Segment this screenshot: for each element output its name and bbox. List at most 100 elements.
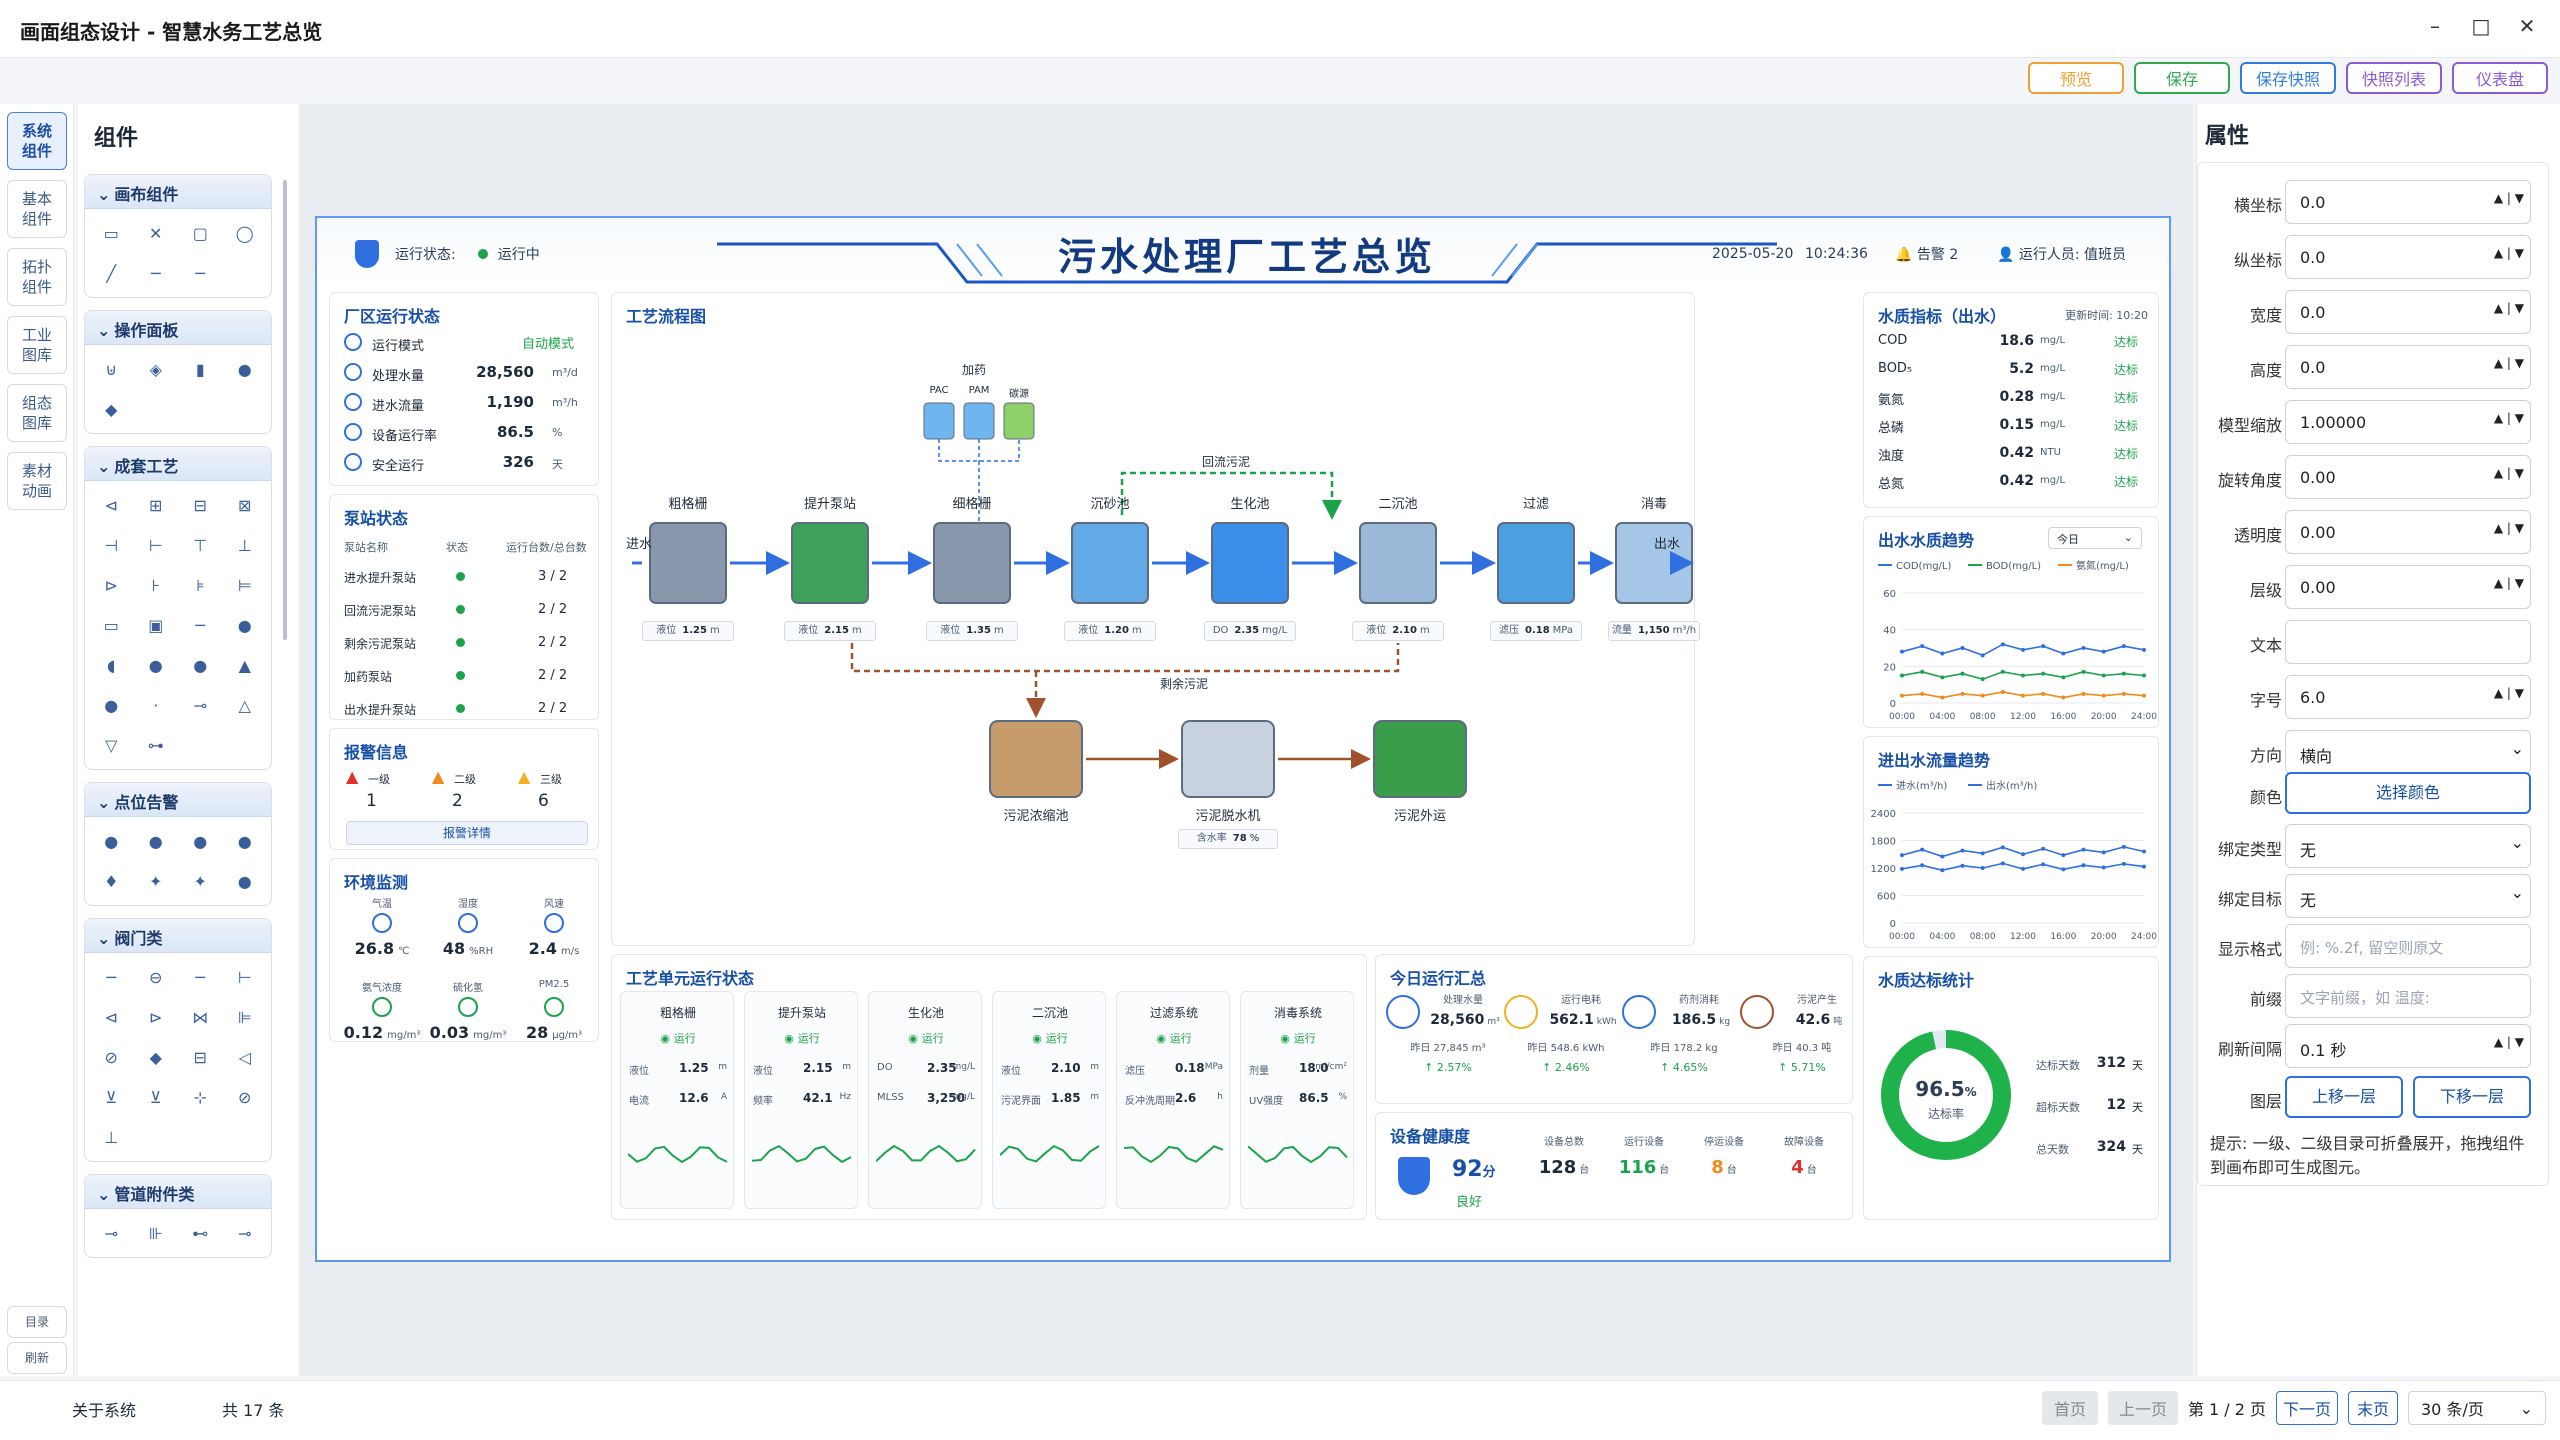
component-icon[interactable]: · [153,695,159,715]
component-icon[interactable]: ◯ [235,223,254,243]
spinner-icon[interactable]: ▲ | ▼ [2493,686,2524,700]
alarm-detail-button[interactable]: 报警详情 [346,821,588,845]
prev-page-button[interactable]: 上一页 [2108,1391,2178,1425]
component-group-header[interactable]: ⌄点位告警 [85,783,271,817]
component-icon[interactable]: ▭ [103,615,119,635]
prop-field-4[interactable]: 0.0▲ | ▼ [2285,345,2531,389]
component-icon[interactable]: ● [237,871,252,891]
toolbar-button-1[interactable]: 预览 [2027,62,2124,94]
bind-type-select[interactable]: 无⌄ [2285,824,2531,868]
chevron-down-icon[interactable]: ⌄ [2510,739,2524,758]
component-icon[interactable]: ▽ [105,735,118,755]
dosing-tank[interactable] [923,402,955,440]
component-icon[interactable]: ⋈ [192,1007,209,1027]
component-icon[interactable]: ─ [195,967,206,987]
dosing-tank[interactable] [1003,402,1035,440]
nav-item-2[interactable]: 基本组件 [7,180,67,238]
spinner-icon[interactable]: ▲ | ▼ [2493,356,2524,370]
last-page-button[interactable]: 末页 [2348,1391,2398,1425]
spinner-icon[interactable]: ▲ | ▼ [2493,576,2524,590]
component-icon[interactable]: ⊲ [104,1007,118,1027]
sludge-unit-graphic[interactable] [1181,720,1275,798]
alarm-indicator[interactable]: 🔔 告警 2 [1895,244,1958,264]
component-icon[interactable]: ◆ [149,1047,162,1067]
toolbar-button-3[interactable]: 保存快照 [2239,62,2336,94]
component-icon[interactable]: ⊻ [149,1087,162,1107]
spinner-icon[interactable]: ▲ | ▼ [2493,191,2524,205]
trend-range-select[interactable]: 今日⌄ [2048,527,2142,549]
component-icon[interactable]: ◖ [107,655,116,675]
component-group-header[interactable]: ⌄操作面板 [85,311,271,345]
component-icon[interactable]: ⊪ [148,1223,163,1243]
nav-item-6[interactable]: 素材动画 [7,452,67,510]
process-unit-graphic[interactable] [791,522,869,604]
component-icon[interactable]: ⊧ [196,575,205,595]
layer-up-button[interactable]: 上移一层 [2285,1076,2403,1118]
component-icon[interactable]: ● [237,615,252,635]
component-group-header[interactable]: ⌄阀门类 [85,919,271,953]
prop-field-7[interactable]: 0.00▲ | ▼ [2285,510,2531,554]
spinner-icon[interactable]: ▲ | ▼ [2493,246,2524,260]
process-unit-graphic[interactable] [1211,522,1289,604]
process-unit-graphic[interactable] [933,522,1011,604]
component-icon[interactable]: ● [148,655,163,675]
component-icon[interactable]: ⊣ [104,535,119,555]
component-icon[interactable]: ⊢ [237,967,252,987]
spinner-icon[interactable]: ▲ | ▼ [2493,411,2524,425]
component-group-header[interactable]: ⌄画布组件 [85,175,271,209]
component-group-header[interactable]: ⌄成套工艺 [85,447,271,481]
component-icon[interactable]: ● [237,359,252,379]
component-icon[interactable]: ⊠ [238,495,252,515]
minimize-icon[interactable]: – [2430,14,2440,38]
component-icon[interactable]: ⊘ [104,1047,118,1067]
component-icon[interactable]: ● [193,831,208,851]
prop-field-11[interactable]: 横向⌄ [2285,730,2531,774]
sludge-unit-graphic[interactable] [1373,720,1467,798]
component-icon[interactable]: ⊘ [238,1087,252,1107]
prop-field-8[interactable]: 0.00▲ | ▼ [2285,565,2531,609]
prop-field-5[interactable]: 1.00000▲ | ▼ [2285,400,2531,444]
prop-field-3[interactable]: 0.0▲ | ▼ [2285,290,2531,334]
layer-down-button[interactable]: 下移一层 [2413,1076,2531,1118]
component-icon[interactable]: ─ [195,263,206,283]
nav-item-3[interactable]: 拓扑组件 [7,248,67,306]
component-icon[interactable]: ● [104,831,119,851]
component-icon[interactable]: ⊟ [193,1047,207,1067]
first-page-button[interactable]: 首页 [2042,1391,2098,1425]
component-icon[interactable]: ⊲ [104,495,118,515]
component-icon[interactable]: ⊢ [148,535,163,555]
component-icon[interactable]: ⊸ [104,1223,118,1243]
choose-color-button[interactable]: 选择颜色 [2285,772,2531,814]
component-icon[interactable]: ● [237,831,252,851]
component-icon[interactable]: ⊳ [104,575,118,595]
toolbar-button-2[interactable]: 保存 [2133,62,2230,94]
component-icon[interactable]: ✦ [193,871,207,891]
prop-field-6[interactable]: 0.00▲ | ▼ [2285,455,2531,499]
component-icon[interactable]: ▭ [103,223,119,243]
component-icon[interactable]: ⊨ [237,575,252,595]
component-icon[interactable]: ⊟ [193,495,207,515]
component-icon[interactable]: ● [193,655,208,675]
bind-target-select[interactable]: 无⌄ [2285,874,2531,918]
toolbar-button-4[interactable]: 快照列表 [2345,62,2442,94]
component-icon[interactable]: ⊤ [193,535,208,555]
component-icon[interactable]: ⊞ [149,495,163,515]
spinner-icon[interactable]: ▲ | ▼ [2493,521,2524,535]
component-icon[interactable]: ◁ [238,1047,251,1067]
catalog-button[interactable]: 目录 [7,1306,67,1338]
prop-field-2[interactable]: 0.0▲ | ▼ [2285,235,2531,279]
prefix-input[interactable]: 文字前缀，如 温度: [2285,974,2531,1018]
component-icon[interactable]: ⊥ [104,1127,119,1147]
nav-item-4[interactable]: 工业图库 [7,316,67,374]
component-scrollbar[interactable] [283,180,287,640]
sludge-unit-graphic[interactable] [989,720,1083,798]
toolbar-button-5[interactable]: 仪表盘 [2452,62,2548,94]
component-icon[interactable]: ⊖ [149,967,163,987]
close-icon[interactable]: ✕ [2518,14,2536,38]
component-icon[interactable]: ⊸ [193,695,207,715]
process-unit-graphic[interactable] [1071,522,1149,604]
component-icon[interactable]: ▣ [148,615,164,635]
component-icon[interactable]: ● [148,831,163,851]
